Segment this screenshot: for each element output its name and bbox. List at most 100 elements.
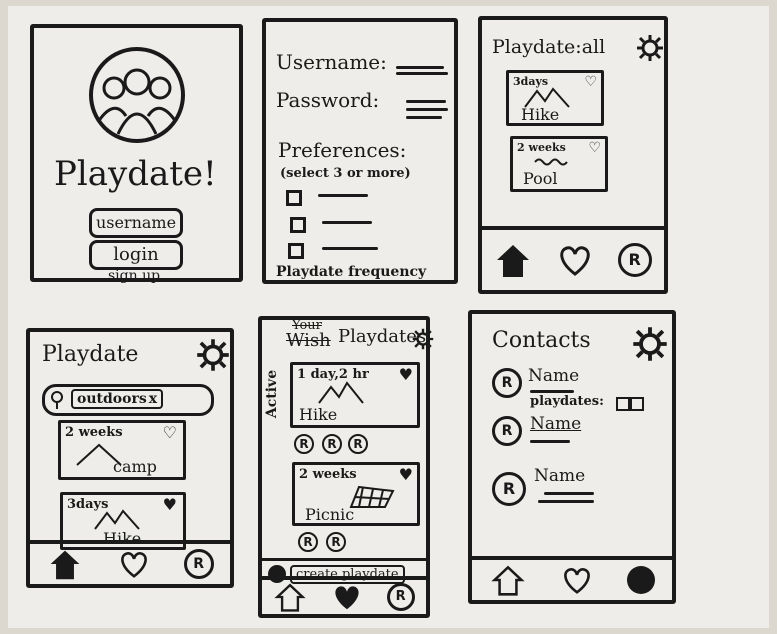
home-icon[interactable] [273, 582, 307, 612]
signup-link[interactable]: sign up [108, 268, 161, 284]
card-duration: 2 weeks [299, 467, 357, 482]
screen-playdate-all: Playdate:all 3days ♡ Hike 2 weeks ♡ Pool… [478, 16, 668, 294]
heart-icon[interactable]: ♡ [584, 74, 597, 90]
bottom-nav: R [262, 576, 426, 614]
card-activity: Hike [521, 105, 560, 124]
participants-row: R R [298, 532, 358, 554]
heart-icon[interactable]: ♥ [162, 495, 177, 514]
participant-avatar[interactable]: R [322, 434, 342, 454]
participant-avatar[interactable]: R [348, 434, 368, 454]
chip-remove-icon[interactable]: x [148, 391, 158, 407]
gear-icon[interactable] [196, 338, 230, 372]
contact-item[interactable]: R Name [492, 414, 662, 454]
playdate-card[interactable]: 2 weeks ♥ Picnic [292, 462, 420, 526]
profile-icon[interactable]: R [617, 243, 652, 277]
profile-icon[interactable] [627, 566, 655, 594]
password-label: Password: [276, 88, 380, 112]
preference-checkbox[interactable] [288, 243, 304, 259]
card-activity: Pool [523, 169, 558, 188]
contact-name: Name [530, 414, 582, 434]
picnic-blanket-icon [349, 485, 395, 508]
playdate-card[interactable]: 2 weeks ♡ Pool [510, 136, 608, 192]
playdate-box [616, 397, 630, 411]
paper-background: Playdate! username login sign up Usernam… [8, 6, 769, 628]
mountain-icon [524, 87, 570, 108]
card-activity: camp [113, 457, 157, 476]
home-icon[interactable] [46, 547, 84, 581]
wave-icon [534, 158, 568, 166]
card-duration: 2 weeks [65, 425, 123, 440]
heart-icon[interactable] [561, 566, 593, 594]
password-input[interactable] [406, 100, 446, 103]
participant-avatar[interactable]: R [294, 434, 314, 454]
playdate-card[interactable]: 3days ♡ Hike [506, 70, 604, 126]
home-icon[interactable] [489, 564, 527, 596]
participants-row: R R R [294, 434, 384, 456]
heart-icon[interactable]: ♥ [398, 365, 413, 384]
search-icon [51, 391, 63, 409]
contact-item[interactable]: R Name playdates: [492, 366, 662, 412]
profile-icon[interactable]: R [183, 549, 214, 579]
heart-icon[interactable]: ♡ [588, 140, 601, 156]
contact-name: Name [534, 466, 586, 486]
screen-playdate-search: Playdate outdoors x 2 weeks ♡ camp 3days… [26, 328, 234, 588]
contact-avatar: R [492, 416, 522, 446]
screen-landing: Playdate! username login sign up [30, 24, 243, 284]
participant-avatar[interactable]: R [326, 532, 346, 552]
search-bar[interactable]: outdoors x [42, 384, 214, 416]
home-icon[interactable] [494, 241, 532, 279]
card-duration: 3days [67, 497, 109, 512]
profile-icon[interactable]: R [386, 583, 415, 611]
tent-icon [76, 443, 122, 466]
group-logo-icon [89, 47, 185, 143]
heart-icon[interactable]: ♥ [398, 465, 413, 484]
contact-avatar: R [492, 472, 526, 506]
page-title: Contacts [492, 328, 591, 353]
playdate-box [630, 397, 644, 411]
bottom-nav: R [30, 540, 230, 584]
mountain-icon [94, 509, 140, 530]
preference-checkbox[interactable] [286, 190, 302, 206]
gear-icon[interactable] [412, 326, 434, 352]
card-duration: 1 day,2 hr [297, 367, 369, 382]
search-chip[interactable]: outdoors x [71, 389, 164, 409]
contact-item[interactable]: R Name [492, 466, 662, 516]
username-input[interactable] [396, 66, 444, 69]
contact-playdates-label: playdates: [530, 394, 604, 409]
contact-name: Name [528, 366, 580, 386]
screen-your-playdates: Your Wish Playdates Active 1 day,2 hr ♥ … [258, 316, 434, 618]
heart-icon[interactable] [330, 583, 364, 611]
screen-contacts: Contacts R Name playdates: R Name R Name [468, 310, 676, 604]
heart-icon[interactable] [557, 244, 593, 276]
page-title: Playdate:all [492, 36, 606, 58]
card-duration: 3days [513, 75, 549, 88]
contact-avatar: R [492, 368, 522, 398]
participant-avatar[interactable]: R [298, 532, 318, 552]
preference-checkbox[interactable] [290, 217, 306, 233]
preferences-hint: (select 3 or more) [280, 166, 411, 181]
username-field[interactable]: username [89, 208, 183, 238]
page-title: Playdate [42, 342, 139, 367]
screen-signup-form: Username: Password: Preferences: (select… [262, 18, 458, 284]
chip-label: outdoors [77, 391, 147, 407]
username-label: Username: [276, 50, 387, 74]
gear-icon[interactable] [632, 326, 668, 362]
gear-icon[interactable] [636, 34, 664, 62]
title-struck-word: Your [292, 318, 322, 333]
frequency-label[interactable]: Playdate frequency [276, 264, 427, 280]
title-struck-word: Wish [286, 330, 331, 351]
app-title: Playdate! [54, 154, 217, 194]
preferences-label: Preferences: [278, 138, 407, 162]
card-duration: 2 weeks [517, 141, 566, 154]
card-activity: Hike [299, 405, 338, 424]
login-button[interactable]: login [89, 240, 183, 270]
playdate-card[interactable]: 1 day,2 hr ♥ Hike [290, 362, 420, 428]
bottom-nav: R [482, 226, 664, 290]
mountain-icon [318, 381, 364, 404]
playdate-card[interactable]: 2 weeks ♡ camp [58, 420, 186, 480]
bottom-nav [472, 556, 672, 600]
heart-icon[interactable]: ♡ [162, 423, 177, 442]
active-section-label: Active [264, 369, 281, 419]
card-activity: Picnic [305, 505, 355, 524]
heart-icon[interactable] [117, 550, 151, 578]
